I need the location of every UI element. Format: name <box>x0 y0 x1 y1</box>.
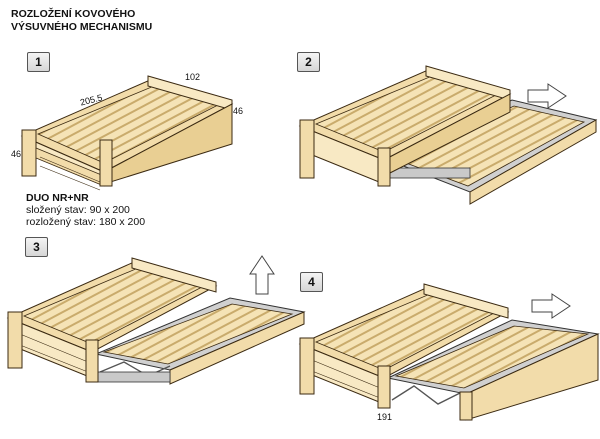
bed-leg-front <box>7 311 23 369</box>
title-line-2: VÝSUVNÉHO MECHANISMU <box>11 21 153 33</box>
dimension-drawer-offset: 191 <box>377 412 393 422</box>
drawer-slats <box>394 325 590 389</box>
step-badge-3: 3 <box>25 237 48 257</box>
bed-leg-middle <box>99 139 113 187</box>
lift-mechanism <box>99 361 171 377</box>
step-badge-2: 2 <box>297 52 320 72</box>
bed-step-3 <box>6 255 306 385</box>
drawer-leg <box>459 391 473 421</box>
drawer-rail <box>387 167 471 179</box>
step-badge-1: 1 <box>27 52 50 72</box>
headboard-right <box>131 257 217 293</box>
panel-line <box>39 156 101 183</box>
bed-leg-middle <box>377 365 391 409</box>
drawer-rail <box>95 371 171 383</box>
bed-leg-front <box>21 129 37 177</box>
arrow-up-icon <box>249 255 275 295</box>
panel-line <box>19 344 89 373</box>
panel-line <box>19 333 89 363</box>
spec-unfolded: rozložený stav: 180 x 200 <box>26 216 146 228</box>
panel-line <box>311 359 381 389</box>
arrow-right-icon <box>527 83 567 109</box>
bed-step-2 <box>298 65 598 205</box>
headboard-right <box>423 283 509 319</box>
bed-leg-middle <box>85 339 99 383</box>
spec-model: DUO NR+NR <box>26 192 89 204</box>
bed-leg-front <box>299 119 315 179</box>
dimension-height-right: 46 <box>233 106 244 116</box>
lift-mechanism <box>391 385 463 405</box>
spec-folded: složený stav: 90 x 200 <box>26 204 130 216</box>
bed-specification: DUO NR+NR složený stav: 90 x 200 rozlože… <box>26 192 145 228</box>
dimension-height-left: 46 <box>11 149 22 159</box>
step-badge-4: 4 <box>300 272 323 292</box>
drawer-slats <box>102 303 294 365</box>
drawer-side <box>469 119 597 205</box>
diagram-title: ROZLOŽENÍ KOVOVÉHO VÝSUVNÉHO MECHANISMU <box>11 8 152 34</box>
bed-leg-front <box>299 337 315 395</box>
bed-leg-middle <box>377 147 391 187</box>
panel-line <box>39 165 101 191</box>
dimension-width: 102 <box>185 72 201 82</box>
arrow-right-icon <box>531 293 571 319</box>
title-line-1: ROZLOŽENÍ KOVOVÉHO <box>11 8 136 20</box>
bed-step-1 <box>20 75 234 191</box>
panel-line <box>311 370 381 399</box>
bed-step-4 <box>298 283 600 421</box>
